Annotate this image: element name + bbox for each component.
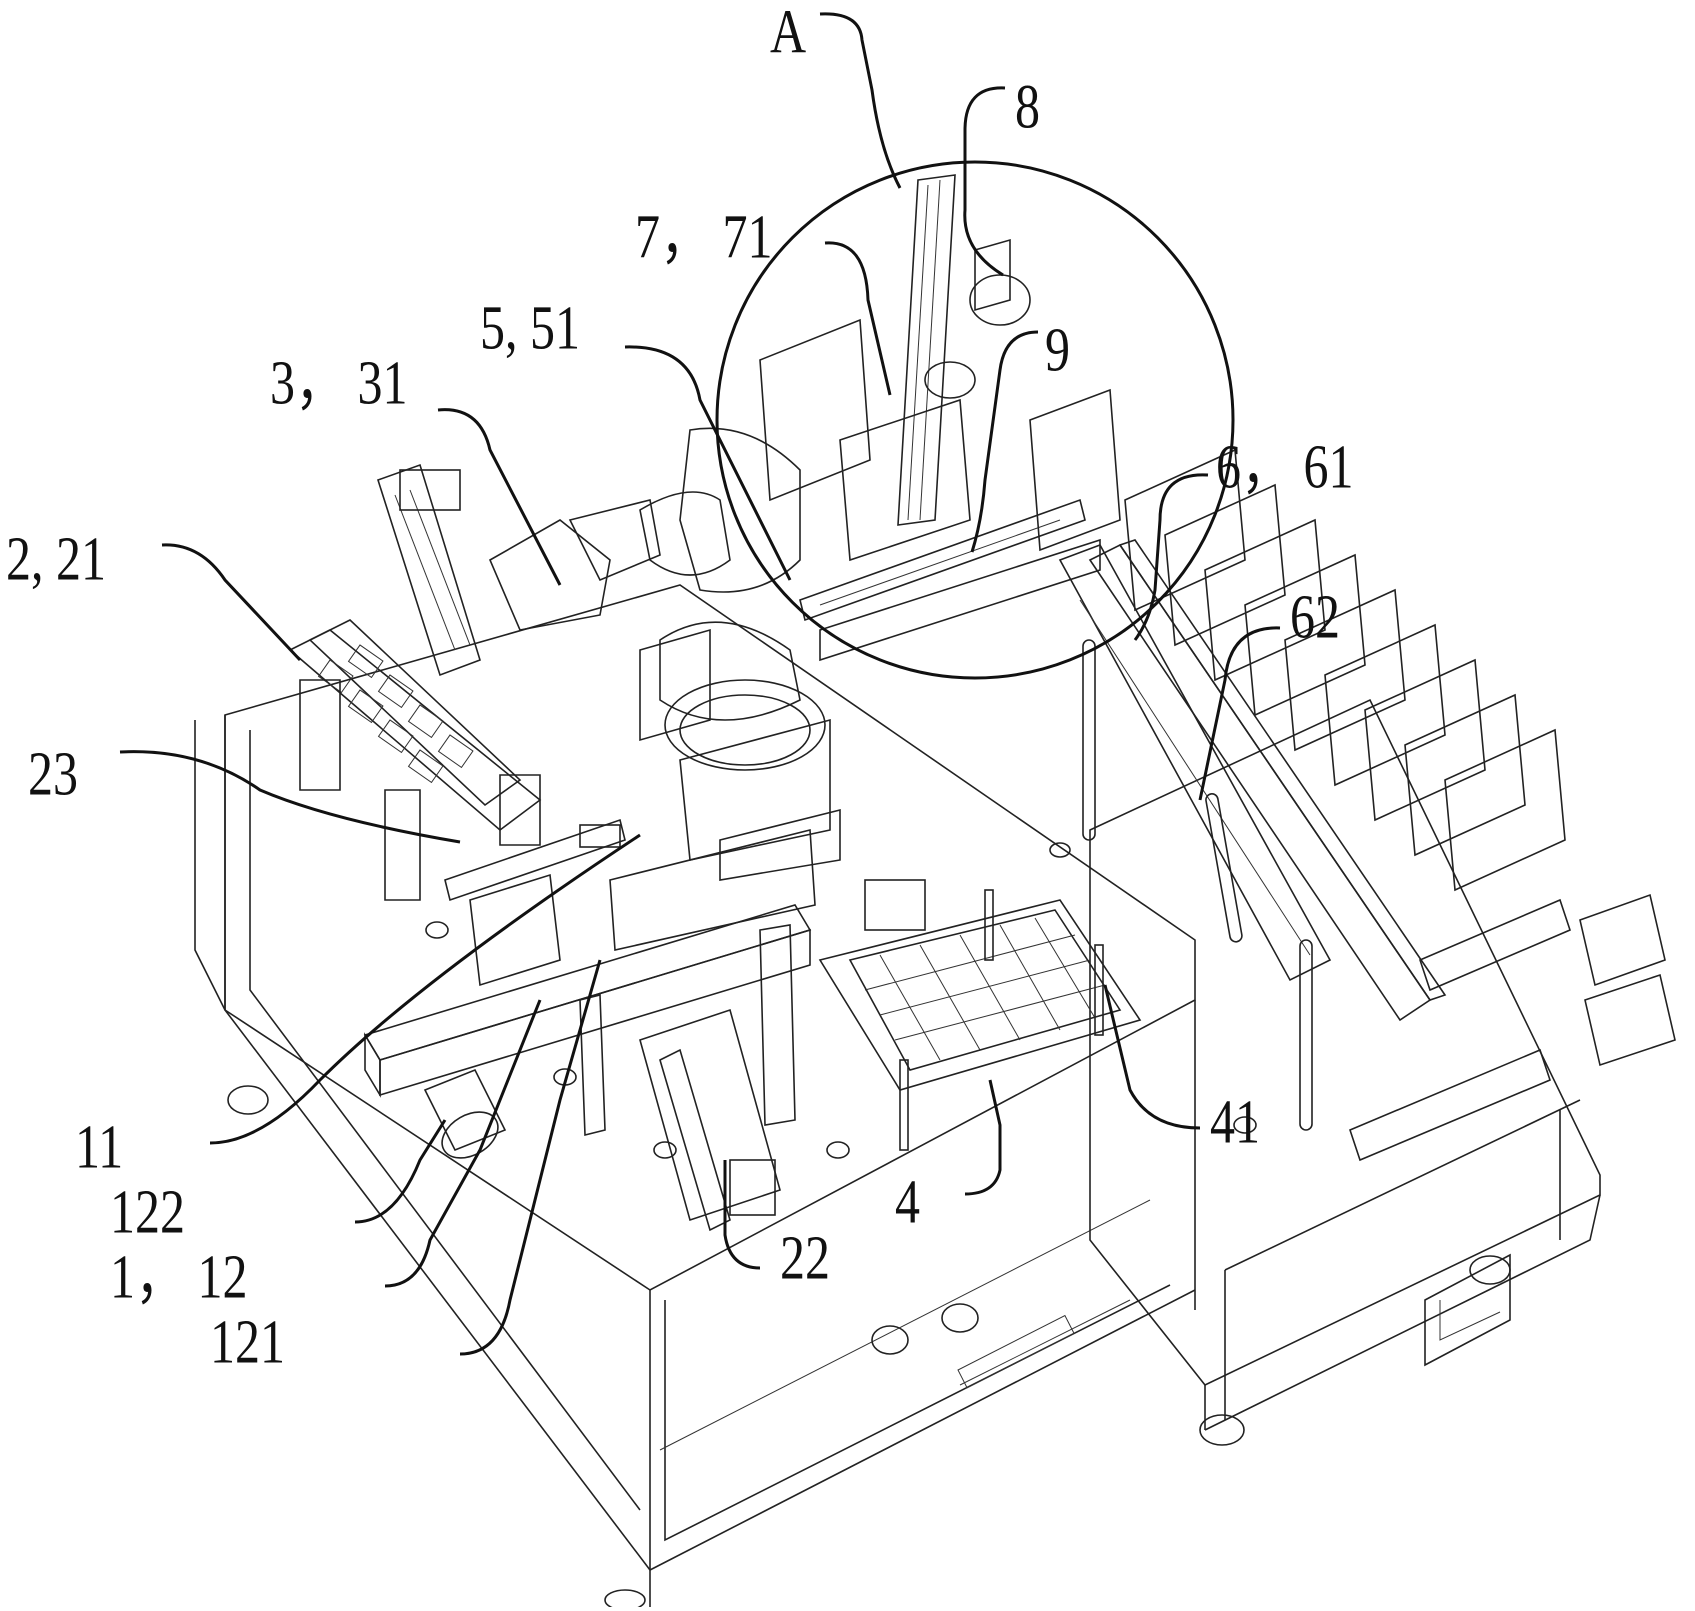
tray-picker-frame (377, 463, 481, 677)
label-6-61: 6， 61 (1216, 431, 1354, 502)
feeding-tray (288, 619, 542, 901)
robot-arm (488, 427, 841, 881)
label-23: 23 (28, 738, 78, 809)
label-62: 62 (1290, 581, 1340, 652)
stepper-motors (1349, 893, 1676, 1162)
label-9: 9 (1045, 314, 1070, 385)
label-4: 4 (895, 1166, 920, 1237)
label-41: 41 (1210, 1086, 1260, 1157)
right-cabinet (1089, 698, 1601, 1431)
guide-posts (1082, 639, 1313, 1131)
label-1-12: 1， 12 (110, 1241, 248, 1312)
leader-lines (119, 12, 1281, 1356)
magazine-rack (1088, 448, 1566, 1022)
table-holes (425, 842, 1257, 1159)
label-122: 122 (110, 1176, 185, 1247)
detail-circle-a (715, 160, 1235, 680)
label-8: 8 (1015, 71, 1040, 142)
feeding-slide (444, 818, 626, 987)
grid-tray (818, 879, 1142, 1151)
beam (363, 828, 816, 1098)
caster-feet (227, 1085, 1511, 1611)
linear-actuator (639, 1008, 781, 1232)
label-5-51: 5, 51 (480, 292, 580, 363)
label-22: 22 (780, 1222, 830, 1293)
label-3-31: 3， 31 (270, 347, 408, 418)
label-121: 121 (210, 1306, 285, 1377)
label-11: 11 (75, 1111, 124, 1182)
beam-columns (579, 924, 796, 1137)
horizontal-rail (799, 388, 1121, 662)
label-A: A (770, 0, 807, 67)
vertical-linear-module (759, 174, 1031, 562)
label-2-21: 2, 21 (6, 523, 106, 594)
label-7-71: 7， 71 (635, 201, 773, 272)
left-cabinet (194, 584, 1196, 1610)
